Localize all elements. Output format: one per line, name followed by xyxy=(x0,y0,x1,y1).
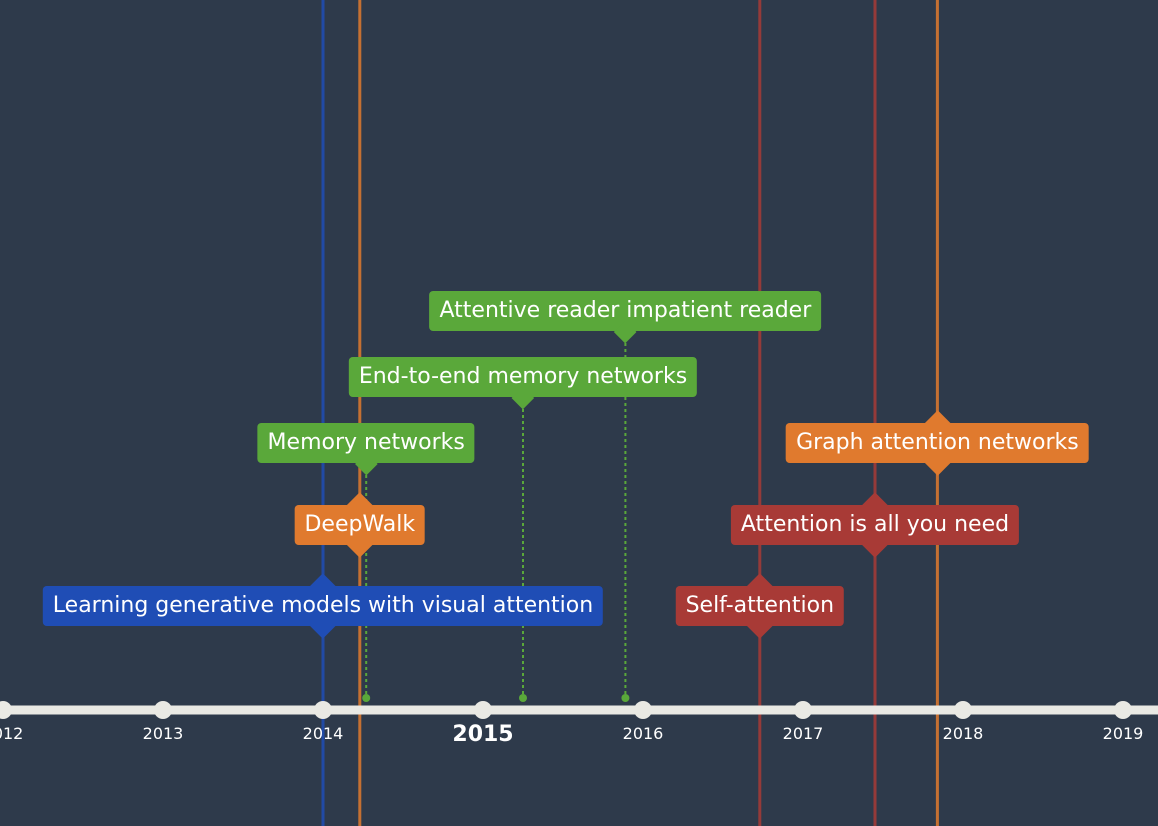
axis-tick-label: 2013 xyxy=(142,724,184,743)
axis-year-node xyxy=(0,701,12,719)
event-memory-networks-label[interactable]: Memory networks xyxy=(257,423,475,463)
event-deepwalk-text: DeepWalk xyxy=(304,512,416,537)
axis-tick-label: 2015 xyxy=(452,722,514,747)
event-memory-networks-dot xyxy=(362,694,371,702)
axis-year-node xyxy=(1114,701,1132,719)
event-learning-generative-models-text: Learning generative models with visual a… xyxy=(52,593,594,618)
event-self-attention-label[interactable]: Self-attention xyxy=(675,586,845,626)
event-attentive-reader-label[interactable]: Attentive reader impatient reader xyxy=(429,291,822,331)
event-learning-generative-models-label[interactable]: Learning generative models with visual a… xyxy=(42,586,604,626)
event-memory-networks-text: Memory networks xyxy=(267,430,465,455)
axis-year-node xyxy=(954,701,972,719)
axis-tick-label: 2018 xyxy=(942,724,984,743)
axis-tick-label: 2019 xyxy=(1102,724,1144,743)
event-end-to-end-memory-networks-dot xyxy=(519,694,527,702)
axis-year-node xyxy=(634,701,652,719)
event-attention-is-all-you-need-text: Attention is all you need xyxy=(740,512,1010,537)
event-end-to-end-memory-networks-text: End-to-end memory networks xyxy=(358,364,688,389)
axis-year-node xyxy=(314,701,332,719)
axis-tick-label: 2014 xyxy=(302,724,344,743)
axis-year-node xyxy=(794,701,812,719)
event-attentive-reader-text: Attentive reader impatient reader xyxy=(439,298,812,323)
event-attentive-reader-dot xyxy=(621,694,630,702)
axis-tick-label: 2017 xyxy=(782,724,824,743)
event-graph-attention-networks-text: Graph attention networks xyxy=(796,430,1079,455)
axis-tick-label: 2012 xyxy=(0,724,24,743)
axis-year-node xyxy=(154,701,172,719)
event-graph-attention-networks-label[interactable]: Graph attention networks xyxy=(786,423,1089,463)
event-self-attention-text: Self-attention xyxy=(685,593,835,618)
event-attention-is-all-you-need-label[interactable]: Attention is all you need xyxy=(730,505,1020,545)
axis-tick-label: 2016 xyxy=(622,724,664,743)
axis-year-node xyxy=(474,701,492,719)
event-deepwalk-label[interactable]: DeepWalk xyxy=(294,505,426,545)
event-end-to-end-memory-networks-label[interactable]: End-to-end memory networks xyxy=(348,357,698,397)
